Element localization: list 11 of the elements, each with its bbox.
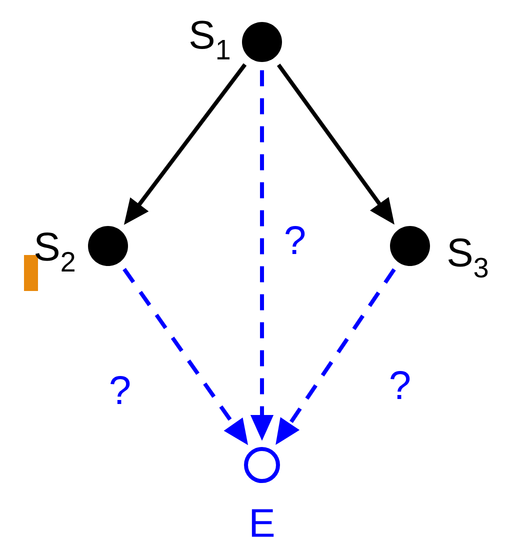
dot [242, 22, 282, 62]
node-label: S$_{1}$ [190, 20, 230, 60]
edge-label: ? [286, 226, 305, 254]
open-circle [244, 447, 280, 483]
node-label: E [252, 509, 274, 537]
node-label: S$_{3}$ [448, 238, 488, 278]
dot [88, 226, 128, 266]
edge-label: ? [390, 371, 410, 399]
dot [390, 226, 430, 266]
node-label: S$_{2}$ [35, 232, 74, 272]
edge-label: ? [110, 376, 130, 404]
